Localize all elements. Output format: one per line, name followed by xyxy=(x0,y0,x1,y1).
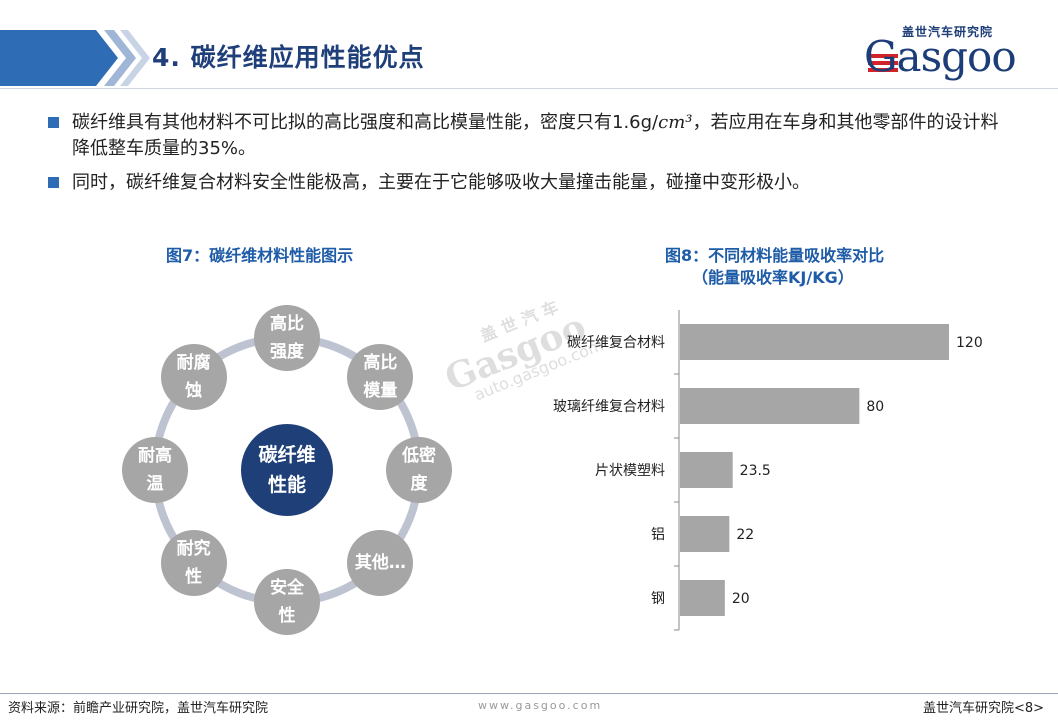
bullet-text: 同时，碳纤维复合材料安全性能极高，主要在于它能够吸收大量撞击能量，碰撞中变形极小… xyxy=(72,172,810,193)
bar xyxy=(680,324,949,360)
figure8-title: 图8：不同材料能量吸收率对比 xyxy=(665,246,885,265)
value-label: 23.5 xyxy=(740,463,771,479)
bullet-unit: cm³ xyxy=(658,112,693,133)
bullet-list: 碳纤维具有其他材料不可比拟的高比强度和高比模量性能，密度只有1.6g/cm³，若… xyxy=(48,110,1008,204)
center-node: 碳纤维 性能 xyxy=(241,424,333,516)
property-node: 高比 强度 xyxy=(254,305,320,371)
gasgoo-logo: 盖世汽车研究院 Gasgoo xyxy=(860,22,1050,82)
property-node: 耐究 性 xyxy=(160,530,227,597)
category-label: 钢 xyxy=(651,591,665,607)
footer-divider xyxy=(0,693,1058,694)
header-banner xyxy=(0,30,150,86)
property-node: 其他… xyxy=(347,530,414,597)
category-label: 铝 xyxy=(651,527,665,543)
category-label: 片状模塑料 xyxy=(595,463,665,479)
value-label: 22 xyxy=(736,527,754,543)
logo-cn-text: 盖世汽车研究院 xyxy=(902,25,994,39)
property-node: 高比 模量 xyxy=(347,343,414,410)
logo-stripes-icon xyxy=(868,54,898,72)
logo-en-text: Gasgoo xyxy=(864,32,1017,81)
bar xyxy=(680,580,725,616)
property-node: 耐腐 蚀 xyxy=(160,343,227,410)
value-label: 80 xyxy=(866,399,884,415)
bullet-item: 碳纤维具有其他材料不可比拟的高比强度和高比模量性能，密度只有1.6g/cm³，若… xyxy=(48,110,1008,162)
figure7-title: 图7：碳纤维材料性能图示 xyxy=(166,246,354,265)
bullet-square-icon xyxy=(48,117,59,128)
category-label: 碳纤维复合材料 xyxy=(567,334,665,351)
property-node: 安全 性 xyxy=(254,569,320,635)
bar xyxy=(680,516,730,552)
bar xyxy=(680,452,733,488)
bullet-square-icon xyxy=(48,177,59,188)
page-title: 4. 碳纤维应用性能优点 xyxy=(152,43,425,72)
figure8-subtitle: （能量吸收率KJ/KG） xyxy=(692,268,854,287)
bullet-text: 碳纤维具有其他材料不可比拟的高比强度和高比模量性能，密度只有1.6g/ xyxy=(72,112,659,133)
property-node: 耐高 温 xyxy=(122,437,188,503)
bullet-text-cont: ，若应用在车身和其他零部件的设计料降低整车质量的35%。 xyxy=(72,112,999,159)
category-label: 玻璃纤维复合材料 xyxy=(553,398,665,415)
footer-source: 资料来源：前瞻产业研究院，盖世汽车研究院 xyxy=(8,701,269,716)
bullet-item: 同时，碳纤维复合材料安全性能极高，主要在于它能够吸收大量撞击能量，碰撞中变形极小… xyxy=(48,170,1008,196)
value-label: 20 xyxy=(732,591,750,607)
bar xyxy=(680,388,860,424)
header-divider xyxy=(0,88,1058,89)
footer-page: 盖世汽车研究院<8> xyxy=(922,701,1044,716)
value-label: 120 xyxy=(956,335,983,351)
footer-url: www.gasgoo.com xyxy=(478,699,603,712)
property-node: 低密 度 xyxy=(386,437,452,503)
